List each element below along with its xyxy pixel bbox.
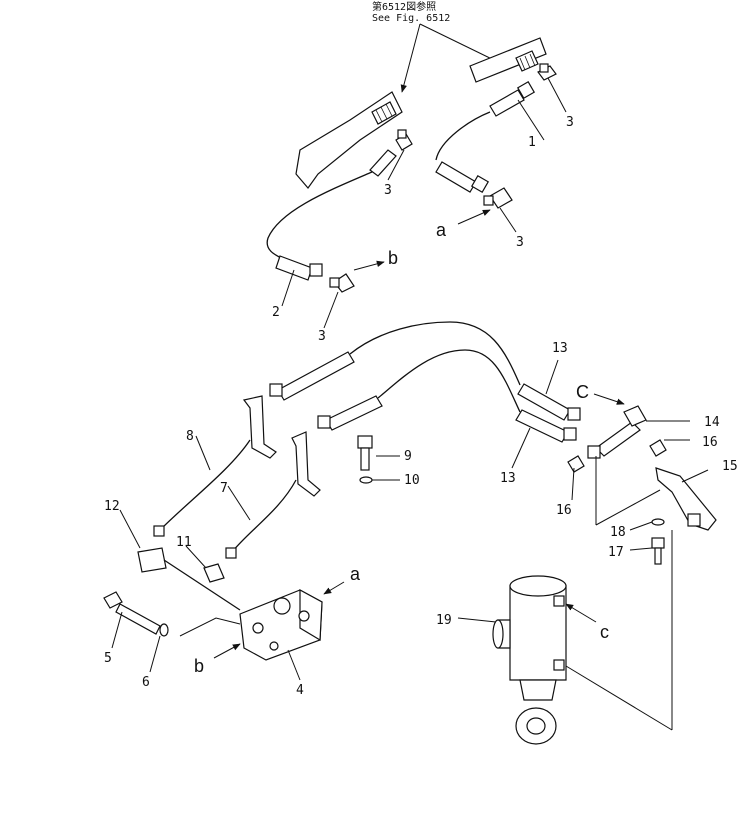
tube-7 [225,431,321,559]
callout-9: 9 [404,449,412,464]
callout-15: 15 [722,459,738,474]
callout-18: 18 [610,525,626,540]
port-c-label-1: C [576,382,589,402]
port-arrows [213,209,625,659]
callout-10: 10 [404,473,420,488]
callout-3-right-elbow: 3 [516,235,524,250]
callout-13-upper: 13 [552,341,568,356]
callout-16-right: 16 [702,435,718,450]
port-b-label-1: b [388,248,398,268]
cylinder-19 [492,530,673,745]
reference-note-en: See Fig. 6512 [372,13,450,24]
hose-2 [266,149,397,281]
tube-8 [153,395,277,537]
port-c-label-2: c [600,622,609,642]
callout-11: 11 [176,535,192,550]
fitting-3-left-upper [395,129,413,151]
reference-note: 第6512図参照 See Fig. 6512 [372,0,499,93]
callout-8: 8 [186,429,194,444]
callout-6: 6 [142,675,150,690]
callout-12: 12 [104,499,120,514]
callout-19: 19 [436,613,452,628]
hose-13-lower [317,349,577,443]
port-b-label-2: b [194,656,204,676]
fitting-16-left [567,455,585,473]
callout-14: 14 [704,415,720,430]
callout-3-left-upper: 3 [384,183,392,198]
washer-6 [159,623,169,637]
bracket-15 [655,467,717,531]
callout-7: 7 [220,481,228,496]
elbow-12 [137,547,241,611]
valve-4 [239,588,323,661]
callout-1: 1 [528,135,536,150]
port-a-label-1: a [436,220,447,240]
callout-16-left: 16 [556,503,572,518]
reference-note-jp: 第6512図参照 [372,0,436,13]
fitting-16-right [649,439,667,457]
hose-13-upper [269,321,581,421]
tube-right [469,37,547,83]
callout-2: 2 [272,305,280,320]
fitting-3-left-elbow [329,273,355,293]
leader-lines [111,77,709,681]
fitting-3-top-right [537,63,557,81]
fitting-3-right-elbow [483,187,513,209]
callout-5: 5 [104,651,112,666]
bolt-5 [103,591,161,635]
hose-1 [435,80,536,194]
callout-17: 17 [608,545,624,560]
tube-14 [587,405,661,526]
callout-4: 4 [296,683,304,698]
bolt-17-washer-18 [651,518,665,565]
callout-3-left-elbow: 3 [318,329,326,344]
callout-13-lower: 13 [500,471,516,486]
fitting-11 [203,563,225,583]
bolt-9-washer-10 [357,435,373,484]
bent-tube-left [295,91,403,189]
port-a-label-2: a [350,564,361,584]
callout-3-top-right: 3 [566,115,574,130]
